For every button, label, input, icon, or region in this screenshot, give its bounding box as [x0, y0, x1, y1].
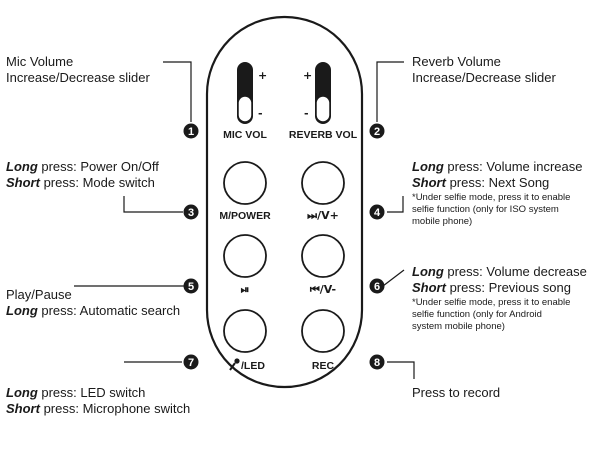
marker-6: 6 [369, 278, 385, 294]
mic-minus-sign: - [258, 107, 263, 120]
leader-6 [382, 269, 405, 287]
leader-8 [387, 361, 415, 379]
next-volume-up-button [301, 161, 345, 205]
svg-text:5: 5 [188, 281, 194, 293]
short-keyword: Short [6, 175, 40, 190]
short-keyword: Short [6, 401, 40, 416]
svg-text:6: 6 [374, 281, 380, 293]
callout-6-long: Long press: Volume decrease [412, 264, 587, 279]
svg-text:1: 1 [188, 126, 194, 138]
marker-3: 3 [183, 204, 199, 220]
rec-label: REC [312, 360, 335, 372]
svg-text:4: 4 [374, 207, 381, 219]
leader-1 [163, 61, 192, 122]
callout-5-long: Long press: Automatic search [6, 303, 181, 318]
play-pause-button [223, 234, 267, 278]
callout-6-note2: selfie function (only for Android [412, 309, 542, 320]
callout-7-short: Short press: Microphone switch [6, 401, 191, 416]
long-keyword: Long [6, 159, 38, 174]
callout-7-long: Long press: LED switch [6, 385, 146, 400]
callout-4-long: Long press: Volume increase [412, 159, 583, 174]
callout-2-line1: Reverb Volume [412, 54, 501, 69]
callout-1-line1: Mic Volume [6, 54, 74, 69]
short-keyword: Short [412, 175, 446, 190]
callout-6-short: Short press: Previous song [412, 280, 571, 295]
callout-4-note3: mobile phone) [412, 216, 473, 227]
next-volume-up-label: ⏭/V+ [307, 209, 339, 222]
microphone-icon [229, 358, 240, 371]
long-keyword: Long [412, 159, 444, 174]
marker-4: 4 [369, 204, 385, 220]
svg-text:7: 7 [188, 357, 194, 369]
leader-2 [376, 61, 404, 122]
callout-1-line2: Increase/Decrease slider [6, 70, 150, 85]
reverb-vol-label: REVERB VOL [289, 129, 358, 141]
prev-volume-down-label: ⏮/V- [310, 283, 336, 296]
marker-1: 1 [183, 123, 199, 139]
svg-text:2: 2 [374, 126, 380, 138]
callout-4-short: Short press: Next Song [412, 175, 550, 190]
led-label: /LED [241, 360, 265, 372]
mic-vol-label: MIC VOL [223, 129, 267, 141]
long-keyword: Long [6, 385, 38, 400]
reverb-volume-slider: + - REVERB VOL [289, 62, 358, 141]
callout-5-line1: Play/Pause [6, 287, 72, 302]
play-pause-label: ⏯ [241, 283, 250, 296]
callout-4-note1: *Under selfie mode, press it to enable [412, 192, 571, 203]
leader-3 [123, 196, 183, 213]
callout-8-line1: Press to record [412, 385, 501, 400]
long-keyword: Long [6, 303, 38, 318]
callout-2-line2: Increase/Decrease slider [412, 70, 556, 85]
callout-4-note2: selfie function (only for ISO system [412, 204, 559, 215]
marker-8: 8 [369, 354, 385, 370]
leader-lines [74, 61, 415, 379]
rec-button [301, 309, 345, 353]
callout-3-short: Short press: Mode switch [6, 175, 155, 190]
callout-3-long: Long press: Power On/Off [6, 159, 159, 174]
callout-6-note1: *Under selfie mode, press it to enable [412, 297, 571, 308]
marker-2: 2 [369, 123, 385, 139]
short-keyword: Short [412, 280, 446, 295]
m-power-label: M/POWER [219, 210, 271, 222]
leader-4 [387, 196, 404, 213]
reverb-plus-sign: + [303, 69, 312, 82]
mic-volume-slider: + - MIC VOL [223, 62, 267, 141]
m-power-button [223, 161, 267, 205]
svg-text:3: 3 [188, 207, 194, 219]
svg-text:8: 8 [374, 357, 380, 369]
long-keyword: Long [412, 264, 444, 279]
callout-6-note3: system mobile phone) [412, 321, 505, 332]
led-button [223, 309, 267, 353]
marker-7: 7 [183, 354, 199, 370]
marker-5: 5 [183, 278, 199, 294]
mic-plus-sign: + [258, 69, 267, 82]
prev-volume-down-button [301, 234, 345, 278]
reverb-minus-sign: - [304, 107, 309, 120]
